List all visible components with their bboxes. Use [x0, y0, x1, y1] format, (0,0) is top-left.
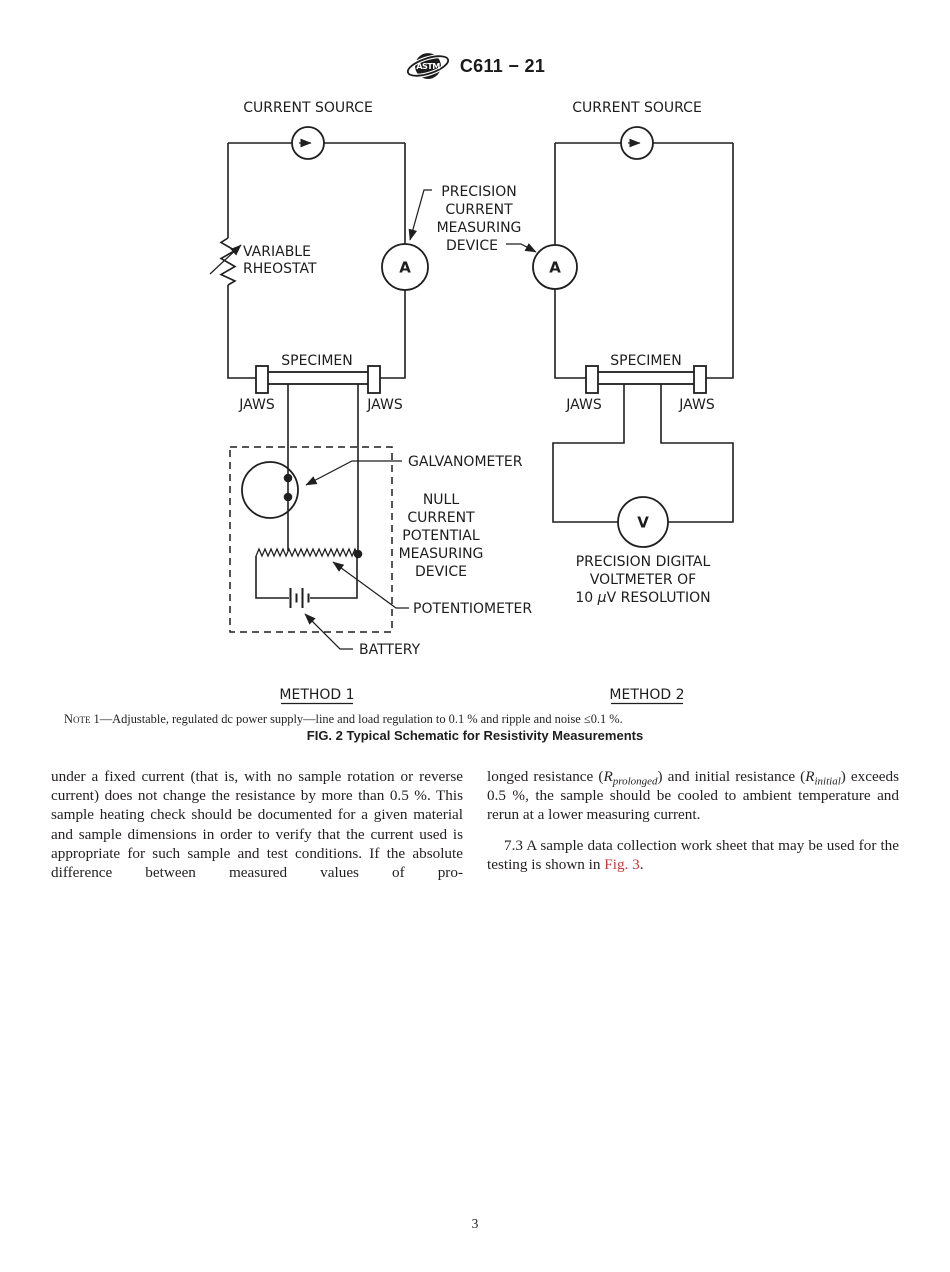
pcmd-label-2: CURRENT [445, 202, 513, 218]
null-device-label-4: MEASURING [399, 546, 484, 562]
r-initial-subscript: initial [814, 775, 841, 788]
m1-jaws-right-label: JAWS [366, 397, 403, 413]
r-initial-symbol: R [805, 768, 815, 785]
null-device-label-2: CURRENT [407, 510, 475, 526]
m2-jaw-right [693, 365, 707, 394]
null-device-label-1: NULL [423, 492, 460, 508]
note-label: Note 1 [64, 712, 100, 726]
null-device-label-3: POTENTIAL [402, 528, 480, 544]
potentiometer-label: POTENTIOMETER [413, 601, 532, 617]
galvanometer-circle [241, 461, 299, 519]
junction-dot [353, 549, 363, 559]
galvanometer-terminal-dot [283, 473, 293, 483]
m2-specimen-label: SPECIMEN [610, 353, 681, 369]
paragraph-7-3: 7.3 A sample data collection work sheet … [487, 836, 899, 874]
battery-leader [304, 613, 353, 650]
pcmd-label-4: DEVICE [446, 238, 498, 254]
p1-text: longed resistance ( [487, 768, 604, 785]
fig3-link[interactable]: Fig. 3 [604, 855, 640, 873]
m2-voltmeter-loop [552, 384, 734, 523]
pcmd-leader-right [506, 243, 537, 253]
astm-logo-icon: ASTM [405, 53, 451, 79]
method2-circuit: A V CURRENT SOURCE SPECIMEN JAWS JAWS PR… [532, 100, 734, 705]
paragraph-continuation: longed resistance (Rprolonged) and initi… [487, 767, 899, 825]
pcmd-label-1: PRECISION [441, 184, 516, 200]
m1-current-source-label: CURRENT SOURCE [243, 100, 373, 116]
voltmeter-caption-3c: V RESOLUTION [607, 590, 711, 606]
page-number: 3 [471, 1216, 479, 1231]
body-column-left: under a fixed current (that is, with no … [51, 767, 463, 882]
figure-caption: FIG. 2 Typical Schematic for Resistivity… [306, 728, 644, 743]
potentiometer-winding [255, 547, 359, 558]
m1-ammeter-label: A [399, 259, 411, 277]
p2-text: . [639, 855, 644, 873]
logo-orbit-ring [406, 55, 449, 77]
m1-specimen-bar [259, 371, 377, 385]
note-text: —Adjustable, regulated dc power supply—l… [99, 712, 623, 726]
galvanometer-label: GALVANOMETER [408, 454, 523, 470]
voltmeter-circle [617, 496, 669, 548]
p1-text: ) and initial resistance ( [657, 768, 806, 785]
method2-label: METHOD 2 [609, 687, 684, 703]
r-prolonged-symbol: R [603, 768, 613, 785]
m2-current-source-label: CURRENT SOURCE [572, 100, 702, 116]
m2-ammeter-label: A [549, 259, 561, 277]
body-column-right: longed resistance (Rprolonged) and initi… [487, 767, 899, 874]
voltmeter-caption-1: PRECISION DIGITAL [576, 554, 711, 570]
m2-jaw-left [585, 365, 599, 394]
galvanometer-leader [305, 460, 402, 486]
voltmeter-caption-3a: 10 [575, 590, 597, 606]
r-prolonged-subscript: prolonged [612, 775, 658, 788]
voltmeter-caption-2: VOLTMETER OF [590, 572, 696, 588]
m2-specimen-bar [589, 371, 703, 385]
rheostat-zigzag [219, 237, 237, 286]
null-device-dashed-box [229, 446, 393, 633]
battery-loop-wires [255, 555, 358, 599]
m2-main-wires [554, 142, 734, 379]
m1-specimen-label: SPECIMEN [281, 353, 352, 369]
rheostat-label-1: VARIABLE [243, 244, 311, 260]
page-header: ASTM C611 − 21 [0, 44, 950, 88]
m2-ammeter-circle [532, 244, 578, 290]
battery-label: BATTERY [359, 642, 421, 658]
method1-circuit: A CURRENT SOURCE VARIABLE RHEOSTAT PRECI… [209, 100, 537, 705]
m1-jaws-left-label: JAWS [238, 397, 275, 413]
figure-note: Note 1—Adjustable, regulated dc power su… [64, 712, 904, 727]
p1-text: ) exceeds 0.5 %, the sample should be co… [487, 768, 899, 824]
pcmd-label-3: MEASURING [437, 220, 522, 236]
potentiometer-leader [332, 561, 409, 609]
paragraph-continuation: under a fixed current (that is, with no … [51, 768, 463, 882]
standard-designation: C611 − 21 [459, 55, 546, 76]
null-device-label-5: DEVICE [415, 564, 467, 580]
p2-text: 7.3 A sample data collection work sheet … [487, 836, 899, 873]
rheostat-label-2: RHEOSTAT [243, 261, 317, 277]
m2-jaws-right-label: JAWS [678, 397, 715, 413]
m1-jaw-right [367, 365, 381, 394]
figure-2-schematic: A CURRENT SOURCE VARIABLE RHEOSTAT PRECI… [209, 100, 734, 705]
voltmeter-caption-3: 10 µV RESOLUTION [575, 590, 710, 606]
mu-symbol: µ [597, 590, 607, 606]
rheostat-arrow [209, 244, 242, 275]
method1-label: METHOD 1 [279, 687, 354, 703]
m2-jaws-left-label: JAWS [565, 397, 602, 413]
galvanometer-terminal-dot [283, 492, 293, 502]
m1-jaw-left [255, 365, 269, 394]
logo-astm-letters: ASTM [416, 61, 440, 71]
m1-ammeter-circle [381, 243, 429, 291]
pcmd-leader-left [408, 189, 432, 241]
voltmeter-label: V [637, 514, 649, 532]
